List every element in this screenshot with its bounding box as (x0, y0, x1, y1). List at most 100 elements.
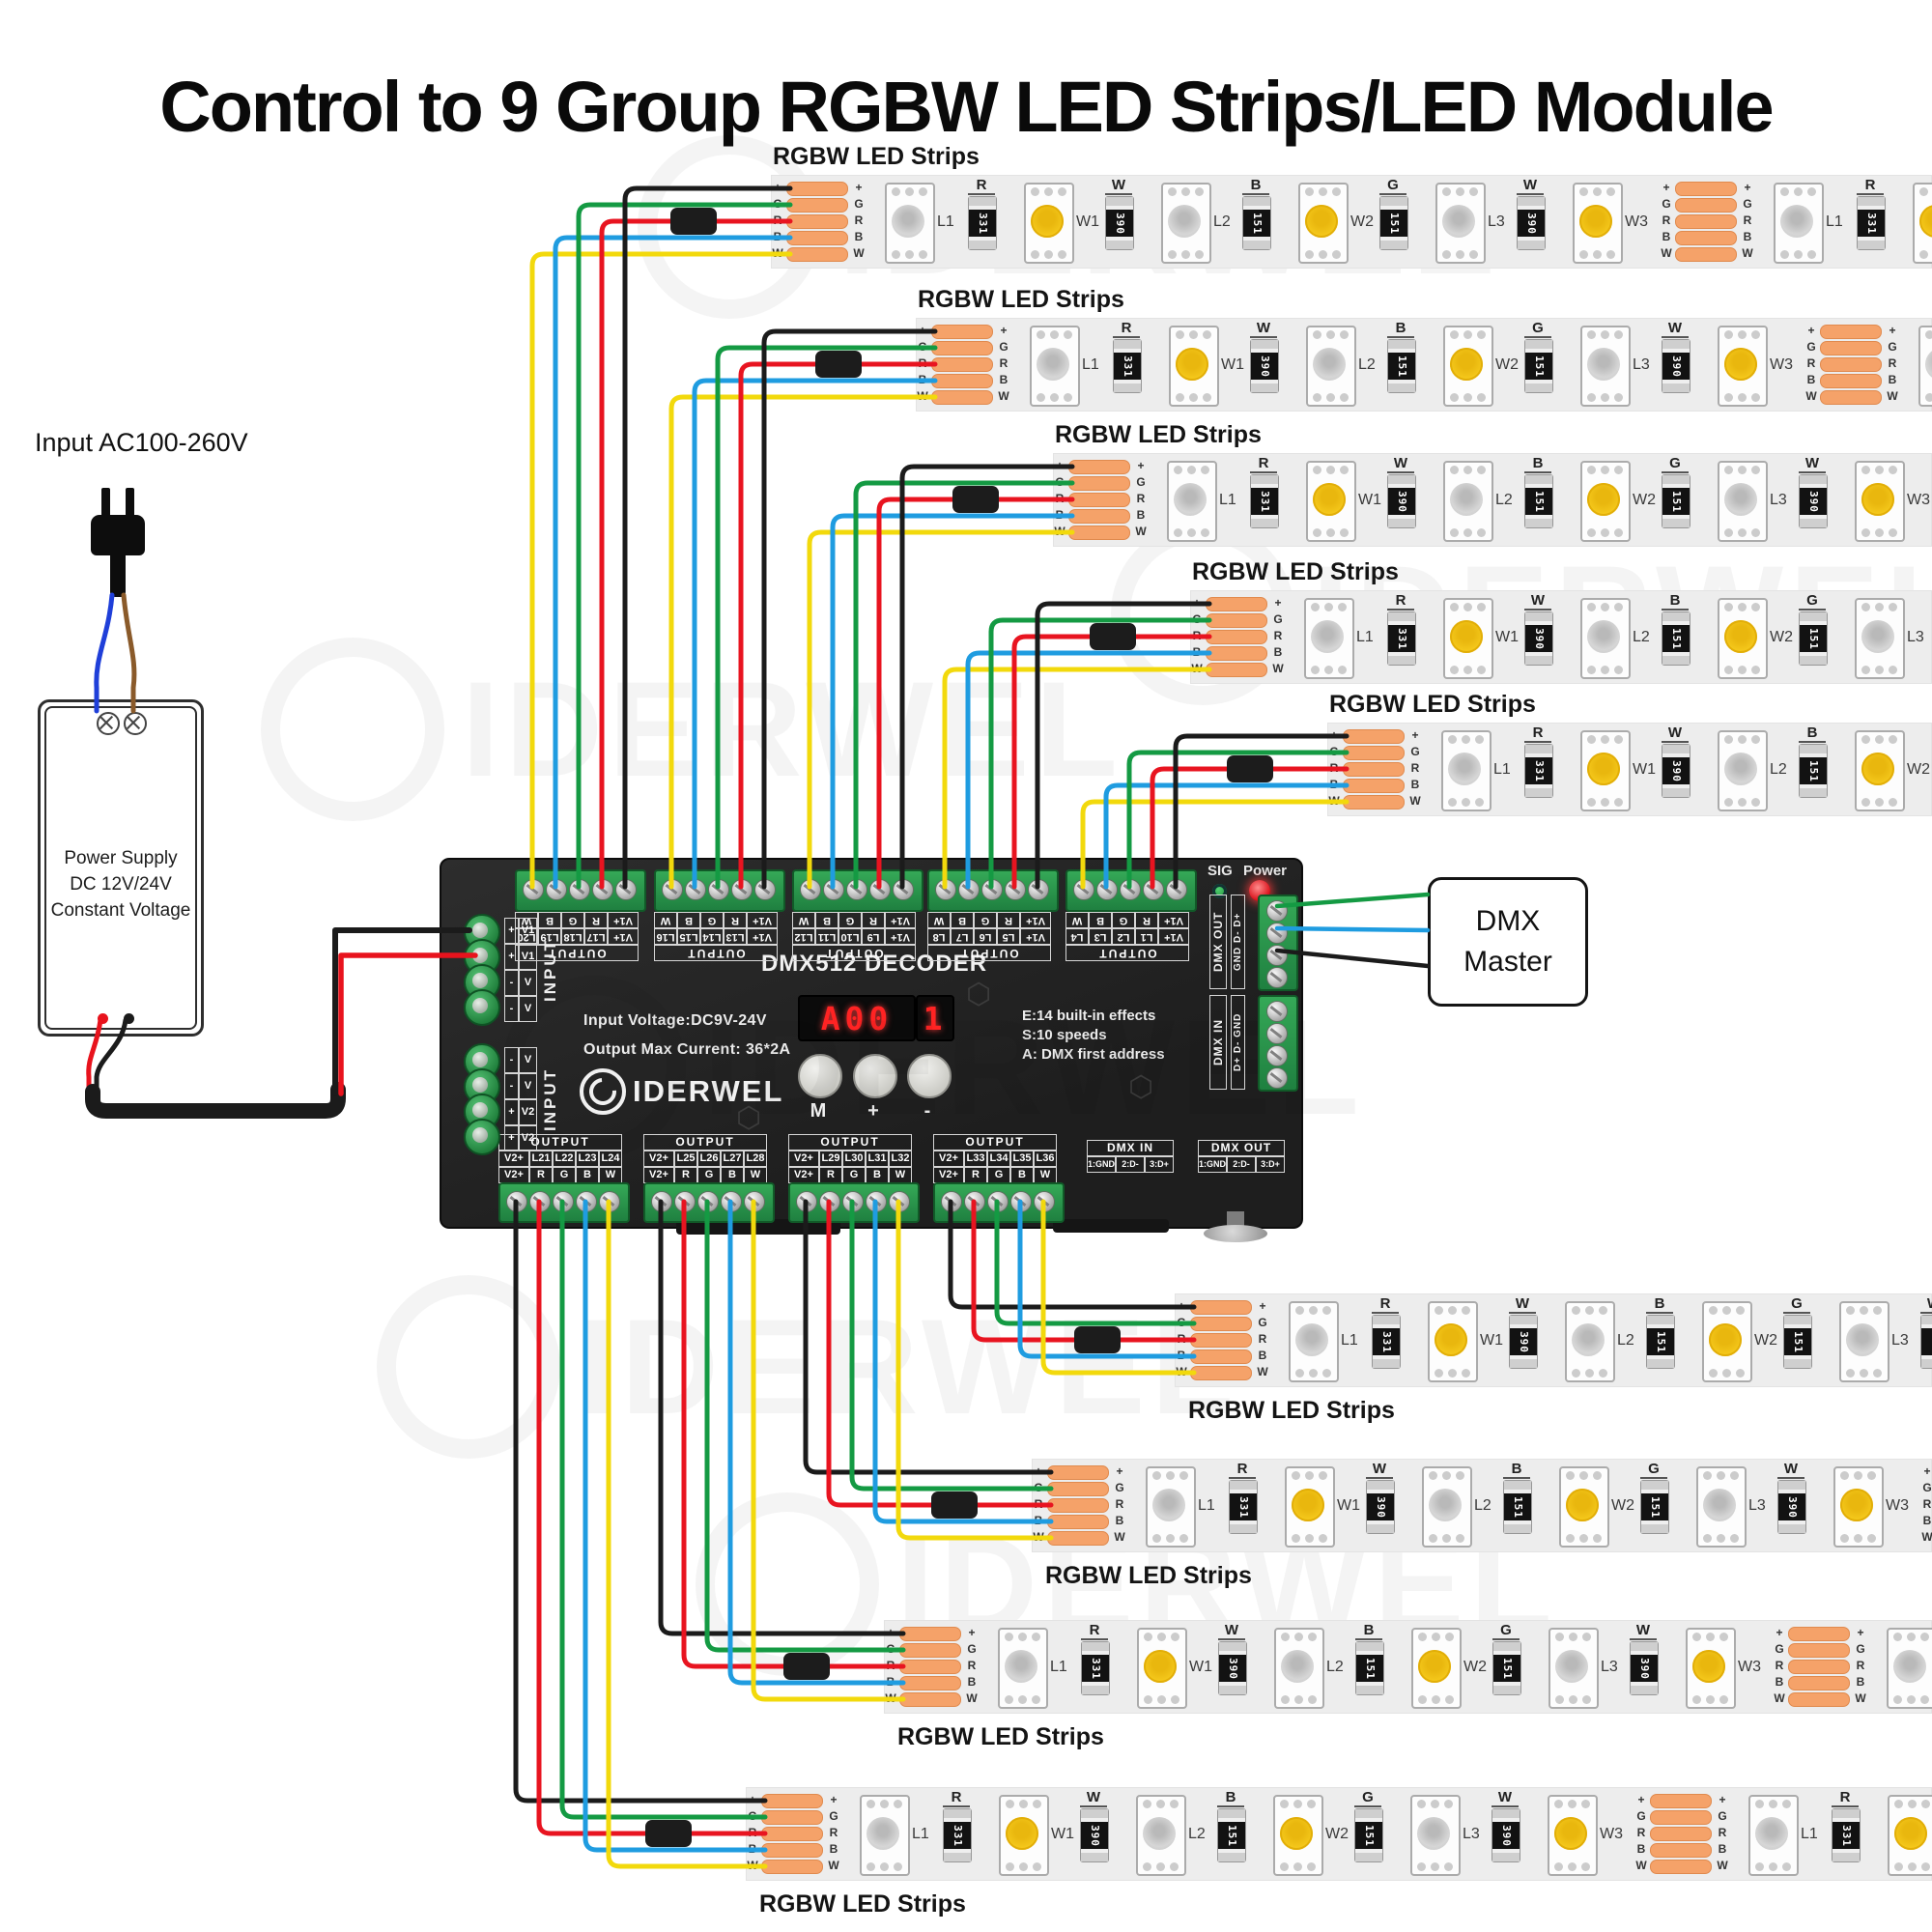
terminal-pin-label: L7 (951, 928, 974, 945)
white-led-module (1306, 461, 1356, 542)
wire-blue-b (553, 235, 793, 890)
led-label: L1 (1826, 213, 1843, 230)
led-pad-dot (1921, 1800, 1930, 1808)
resistor-cap (1662, 384, 1690, 392)
resistor-cap (1251, 340, 1278, 349)
pad-label: B (854, 230, 864, 243)
wire-yellow-w (668, 394, 938, 890)
led-pad-dot (1861, 735, 1870, 744)
terminal-pin-label: W (792, 912, 815, 928)
resistor-cap (1525, 519, 1552, 527)
pad-label: R (1055, 492, 1065, 505)
terminal-pin-label: V2+ (788, 1151, 819, 1167)
resistor-value: 390 (1258, 355, 1271, 378)
solder-pad (1068, 460, 1130, 474)
terminal-pin-label: L27 (721, 1151, 744, 1167)
resistor-value: 390 (1088, 1824, 1101, 1847)
led-pad-dot (1195, 250, 1204, 259)
led-pad-dot (1475, 798, 1484, 807)
led-pad-dot (1894, 1862, 1903, 1871)
mode-button[interactable] (798, 1054, 842, 1098)
solder-pad (1343, 795, 1405, 810)
minus-button[interactable] (907, 1054, 952, 1098)
resistor-value: 390 (1532, 627, 1546, 650)
terminal-pin-label: L12 (792, 928, 815, 945)
led-pad-dot (1751, 735, 1760, 744)
pad-label: G (1192, 612, 1202, 626)
led-pad-dot (1807, 187, 1816, 196)
input-pin-label: V (519, 996, 537, 1022)
pad-label: W (885, 1691, 896, 1705)
pad-label: G (773, 197, 782, 211)
resistor: 151 (1492, 1641, 1521, 1695)
led-pad-dot (1340, 466, 1349, 474)
rgb-chip-icon (1572, 1323, 1605, 1356)
resistor: 151 (1355, 1641, 1384, 1695)
resistor-value: 331 (1839, 1824, 1853, 1847)
led-pad-dot (1919, 187, 1928, 196)
pad-label: R (1743, 213, 1752, 227)
plus-button[interactable] (853, 1054, 897, 1098)
resistor-cap (1800, 612, 1827, 621)
ac-live-wire (121, 592, 137, 714)
rgb-led-module (998, 1628, 1048, 1709)
pad-label: R (1662, 213, 1671, 227)
led-label: W3 (1770, 356, 1793, 373)
terminal-pin-label: L24 (599, 1151, 622, 1167)
terminal-pin-label: V1+ (747, 928, 778, 945)
solder-pad (1820, 325, 1882, 339)
terminal-pin-label: L36 (1034, 1151, 1057, 1167)
resistor-band: 390 (1518, 210, 1545, 237)
led-pad-dot (1305, 1471, 1314, 1480)
pad-label: R (1856, 1659, 1865, 1672)
rgb-chip-icon (1311, 620, 1344, 653)
resistor-cap (1778, 1524, 1805, 1533)
white-chip-icon (1450, 348, 1483, 381)
pad-label: W (1033, 1530, 1044, 1544)
terminal-pin-label: R (674, 1167, 697, 1183)
led-pad-dot (867, 1862, 875, 1871)
led-pad-dot (1032, 1633, 1040, 1641)
wire-yellow-w (529, 251, 793, 890)
input-pin-label: + (504, 944, 519, 970)
resistor-cap (1518, 197, 1545, 206)
led-label: W1 (1480, 1332, 1503, 1349)
pad-label: B (1192, 645, 1202, 659)
dmx-terminal-screw (1266, 1045, 1288, 1066)
led-pad-dot (1050, 330, 1059, 339)
decoder-foot (1053, 1219, 1169, 1233)
solder-pad (786, 214, 848, 229)
pad-label: + (774, 181, 781, 194)
pad-label: + (1411, 728, 1419, 742)
terminal-pin-label: W (654, 912, 677, 928)
resistor-cap (1114, 340, 1141, 349)
resistor-value: 151 (1806, 759, 1820, 782)
resistor-cap (1355, 1809, 1382, 1818)
led-label: L2 (1770, 761, 1787, 778)
resistor-value: 390 (1928, 1330, 1932, 1353)
solder-pad (1788, 1660, 1850, 1674)
terminal-pin-label: V1+ (1020, 912, 1051, 928)
solder-pad (1047, 1482, 1109, 1496)
dmx-bottom-header: DMX IN (1087, 1140, 1174, 1156)
led-pad-dot (1908, 1862, 1917, 1871)
resistor-cap (1800, 475, 1827, 484)
led-label: L3 (1891, 1332, 1909, 1349)
resistor-band: 151 (1493, 1655, 1520, 1682)
white-chip-icon (1709, 1323, 1742, 1356)
pad-label: R (1258, 1332, 1267, 1346)
resistor-value: 151 (1511, 1495, 1524, 1519)
led-pad-dot (1058, 187, 1066, 196)
terminal-pin-label: R (819, 1167, 842, 1183)
resistor-value: 151 (1395, 355, 1408, 378)
led-label: L2 (1358, 356, 1376, 373)
led-pad-dot (1450, 666, 1459, 674)
rgb-chip-icon (1152, 1489, 1185, 1521)
solder-pad (1190, 1350, 1252, 1364)
led-pad-dot (1174, 466, 1182, 474)
